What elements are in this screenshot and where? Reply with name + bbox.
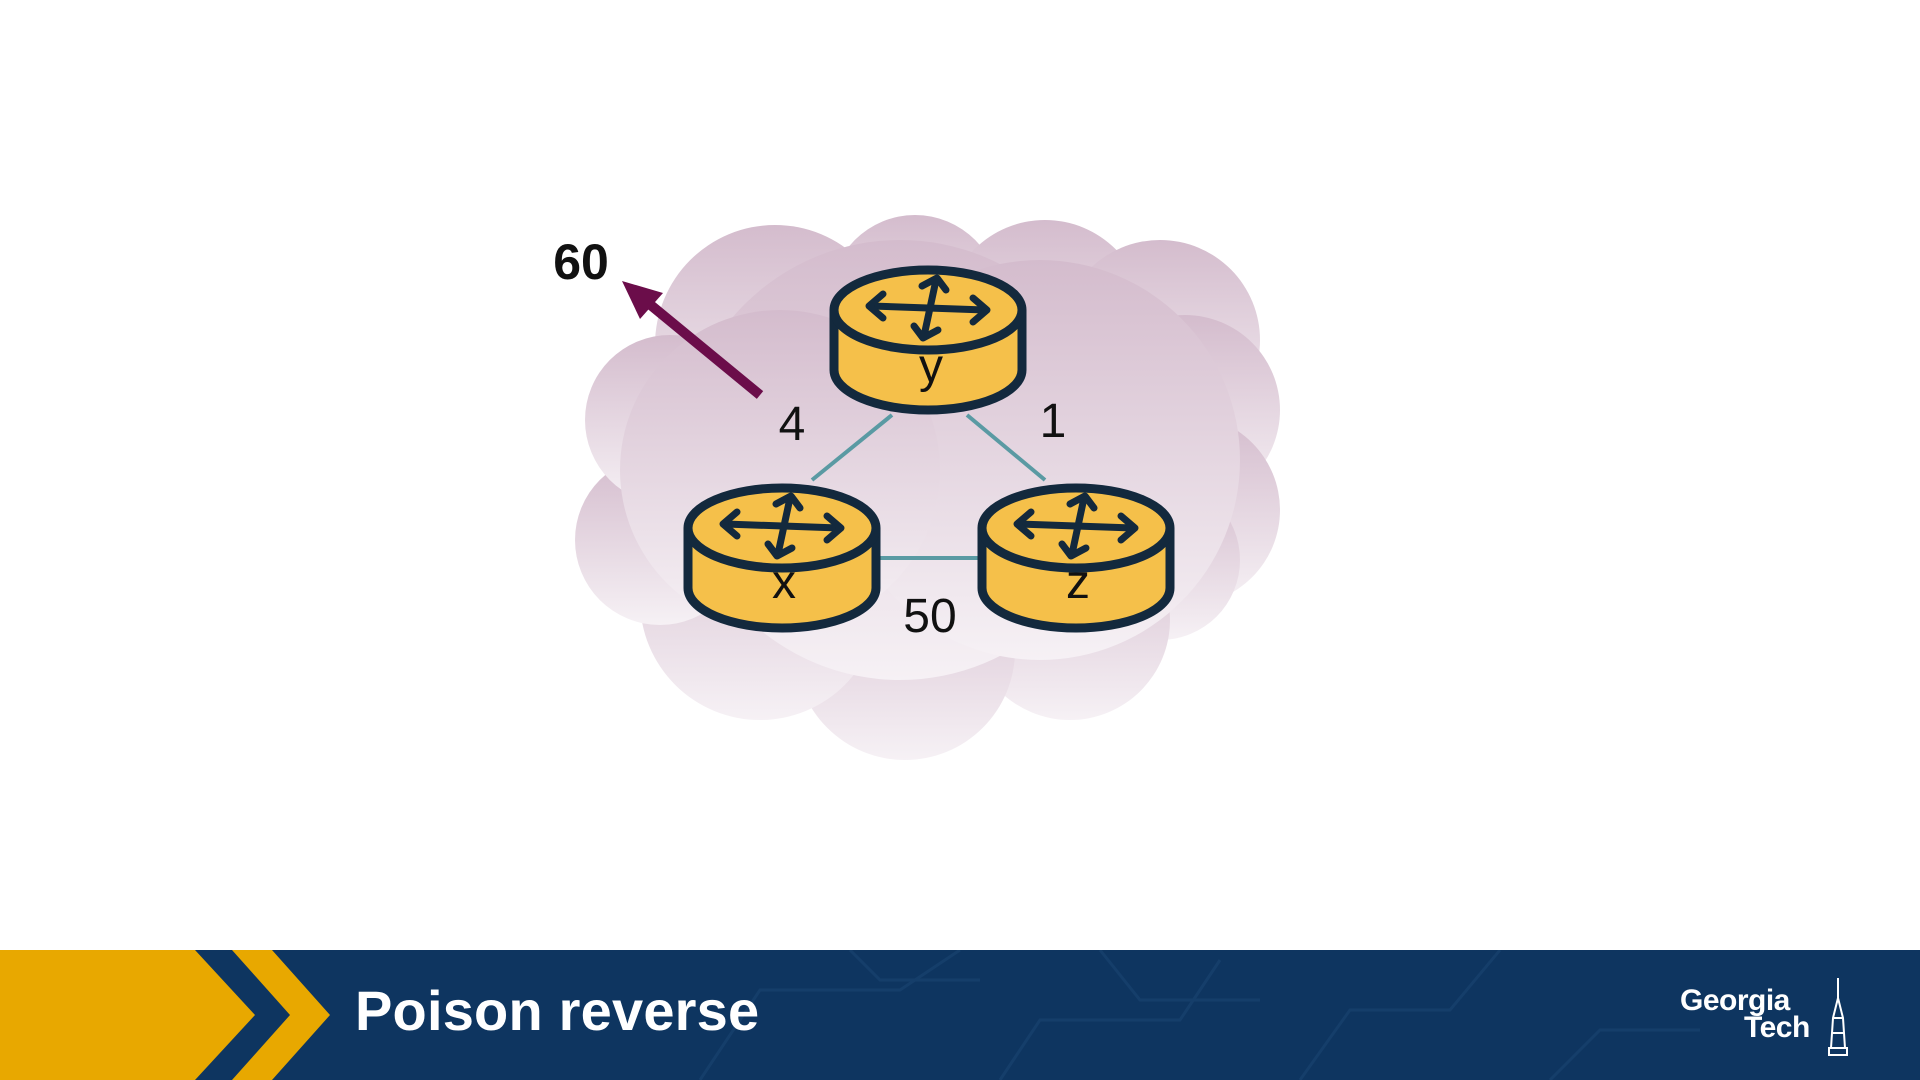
tower-icon [1828, 978, 1848, 1056]
footer-bar: Poison reverse Georgia Tech [0, 950, 1920, 1080]
footer-decoration [0, 950, 1700, 1080]
logo-text-line2: Tech [1744, 1011, 1810, 1044]
georgia-tech-logo: Georgia Tech [1680, 978, 1850, 1058]
link-cost-x-y: 4 [779, 398, 806, 451]
router-label-y: y [919, 340, 943, 393]
gold-block [0, 950, 255, 1080]
logo-text-line1: Georgia [1680, 984, 1790, 1017]
link-y-z [965, 413, 1047, 482]
arrows-icon [1013, 492, 1139, 560]
network-diagram: y x z 4 1 50 60 [553, 215, 1280, 760]
links [810, 413, 1047, 560]
router-x: x [683, 483, 881, 633]
link-cost-y-z: 1 [1040, 395, 1067, 448]
chevron-icon [232, 950, 330, 1080]
arrows-icon [719, 492, 845, 560]
arrows-icon [865, 274, 991, 342]
advertised-distance: 60 [553, 234, 609, 290]
link-cost-x-z: 50 [903, 590, 956, 643]
advertisement-arrow [622, 281, 764, 399]
router-y: y [829, 265, 1027, 415]
router-z: z [977, 483, 1175, 633]
slide-title: Poison reverse [355, 979, 760, 1042]
link-x-y [810, 413, 894, 482]
router-label-z: z [1066, 556, 1090, 609]
router-label-x: x [772, 556, 796, 609]
